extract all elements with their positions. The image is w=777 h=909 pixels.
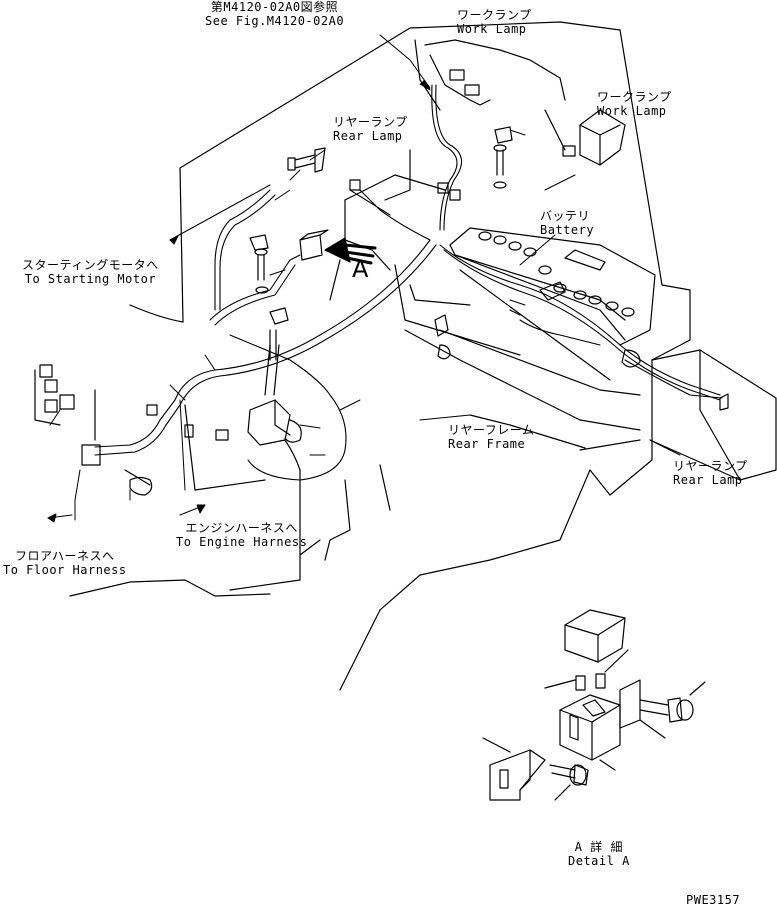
relay-center (146, 344, 302, 471)
view-arrow-a (324, 237, 377, 265)
work-lamp-right-jp: ワークランプ (597, 90, 672, 104)
see-figure-jp: 第M4120-02A0図参照 (210, 0, 339, 14)
work-lamp-right (544, 109, 626, 166)
work-lamp-label-right: ワークランプ Work Lamp (597, 90, 672, 118)
see-figure-reference: 第M4120-02A0図参照 See Fig.M4120-02A0 (205, 0, 344, 28)
starting-motor-label: スターティングモータへ To Starting Motor (22, 258, 159, 286)
detail-a (482, 609, 706, 801)
work-lamp-right-en: Work Lamp (597, 104, 667, 118)
rear-frame-jp: リヤーフレーム (448, 423, 535, 437)
machine-body-outline (69, 21, 777, 691)
rear-lamp-label-upper: リヤーランプ Rear Lamp (333, 115, 408, 143)
starting-motor-en: To Starting Motor (24, 272, 157, 286)
rear-lamp-label-right: リヤーランプ Rear Lamp (673, 459, 748, 487)
work-lamp-upper (414, 39, 566, 111)
rear-lamp-right-en: Rear Lamp (673, 473, 743, 487)
rear-lamp-upper-jp: リヤーランプ (333, 115, 408, 129)
detail-a-jp: A 詳 細 (574, 840, 623, 854)
battery-jp: バッテリ (540, 209, 591, 223)
floor-harness-label: フロアハーネスへ To Floor Harness (3, 549, 127, 577)
rear-frame-en: Rear Frame (448, 437, 526, 451)
rear-lamp-upper-en: Rear Lamp (333, 129, 403, 143)
engine-harness-en: To Engine Harness (176, 535, 308, 549)
floor-harness-jp: フロアハーネスへ (15, 549, 115, 563)
detail-a-en: Detail A (568, 854, 630, 868)
work-lamp-top-jp: ワークランプ (457, 8, 532, 22)
work-lamp-label-top: ワークランプ Work Lamp (457, 8, 532, 36)
battery-label: バッテリ Battery (540, 209, 594, 237)
rear-frame-label: リヤーフレーム Rear Frame (448, 423, 534, 451)
starting-motor-jp: スターティングモータへ (22, 258, 159, 272)
see-figure-en: See Fig.M4120-02A0 (205, 14, 345, 28)
main-harness (94, 84, 723, 481)
leader-lines (47, 34, 681, 523)
floor-harness-en: To Floor Harness (3, 563, 127, 577)
rear-lamp-right-jp: リヤーランプ (673, 459, 748, 473)
connector-cluster-left (34, 364, 153, 496)
detail-a-caption: A 詳 細 Detail A (568, 840, 630, 868)
engine-harness-label: エンジンハーネスへ To Engine Harness (176, 521, 307, 549)
battery-en: Battery (540, 223, 595, 237)
drawing-code: PWE3157 (686, 893, 741, 907)
engine-harness-jp: エンジンハーネスへ (185, 521, 298, 535)
work-lamp-top-en: Work Lamp (457, 22, 527, 36)
view-marker-a: A (352, 255, 369, 283)
battery-assembly (449, 227, 656, 346)
bolts-main (249, 126, 729, 411)
